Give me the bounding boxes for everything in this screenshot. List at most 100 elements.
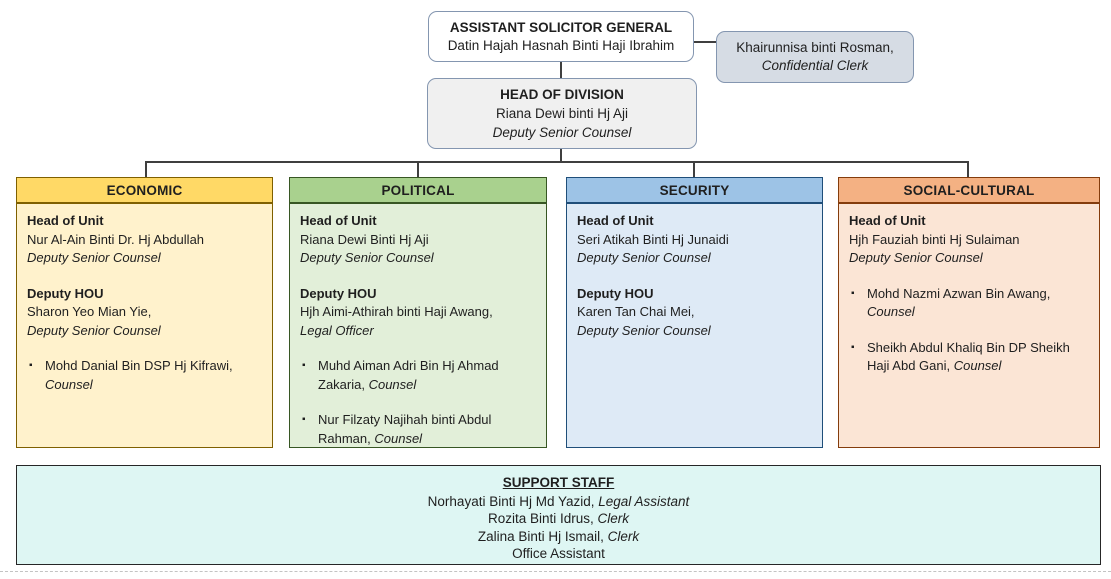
person-name: Hjh Aimi-Athirah binti Haji Awang, xyxy=(300,304,493,319)
assistant-solicitor-general-box: ASSISTANT SOLICITOR GENERAL Datin Hajah … xyxy=(428,11,694,62)
support-staff-row: Zalina Binti Hj Ismail, Clerk xyxy=(17,528,1100,546)
role-heading: Deputy HOU xyxy=(300,285,377,301)
connector-drop-security xyxy=(693,161,695,177)
bullet-square-icon: ▪ xyxy=(851,341,855,353)
person-name: Zalina Binti Hj Ismail, xyxy=(477,528,608,544)
person-name: Nur Al-Ain Binti Dr. Hj Abdullah xyxy=(27,231,205,247)
bullet-text: Muhd Aiman Adri Bin Hj Ahmad Zakaria, Co… xyxy=(318,357,537,394)
bullet-member: ▪ Nur Filzaty Najihah binti Abdul Rahman,… xyxy=(300,411,537,448)
person-role: Legal Assistant xyxy=(598,493,690,509)
connector-asg-to-clerk xyxy=(694,41,716,43)
unit-header: POLITICAL xyxy=(289,177,547,203)
support-staff-box: SUPPORT STAFF Norhayati Binti Hj Md Yazi… xyxy=(16,465,1101,565)
person-name: Mohd Danial Bin DSP Hj Kifrawi, xyxy=(45,358,233,373)
bullet-text: Mohd Danial Bin DSP Hj Kifrawi, Counsel xyxy=(45,357,263,394)
hod-role: Deputy Senior Counsel xyxy=(492,125,632,140)
person-name: Nur Filzaty Najihah binti Abdul Rahman, xyxy=(318,412,492,446)
connector-drop-social-cultural xyxy=(967,161,969,177)
support-staff-row: Office Assistant xyxy=(17,545,1100,563)
person-role: Clerk xyxy=(607,528,640,544)
person-name: Sharon Yeo Mian Yie, xyxy=(27,304,152,319)
connector-hod-to-bus xyxy=(560,149,562,162)
asg-name: Datin Hajah Hasnah Binti Haji Ibrahim xyxy=(447,37,675,53)
bullet-member: ▪ Mohd Danial Bin DSP Hj Kifrawi, Counsel xyxy=(27,357,263,394)
role-block: Deputy HOU Hjh Aimi-Athirah binti Haji Aw… xyxy=(300,285,537,341)
person-role: Deputy Senior Counsel xyxy=(27,322,161,338)
bullet-member: ▪ Muhd Aiman Adri Bin Hj Ahmad Zakaria, C… xyxy=(300,357,537,394)
person-name: Hjh Fauziah binti Hj Sulaiman xyxy=(849,231,1020,247)
unit-title: SECURITY xyxy=(659,182,730,198)
role-heading: Head of Unit xyxy=(577,213,654,228)
person-name: Riana Dewi Binti Hj Aji xyxy=(300,231,429,247)
person-role: Counsel xyxy=(368,376,417,392)
person-role: Deputy Senior Counsel xyxy=(577,250,711,265)
person-name: Seri Atikah Binti Hj Junaidi xyxy=(577,231,729,247)
person-name: Norhayati Binti Hj Md Yazid, xyxy=(427,493,599,509)
asg-title: ASSISTANT SOLICITOR GENERAL xyxy=(449,19,673,35)
role-heading: Head of Unit xyxy=(27,213,104,228)
connector-drop-political xyxy=(417,161,419,177)
person-name: Mohd Nazmi Azwan Bin Awang, xyxy=(867,285,1051,301)
person-role: Legal Officer xyxy=(300,322,374,338)
role-heading: Head of Unit xyxy=(849,213,926,228)
person-role: Counsel xyxy=(867,304,915,319)
person-role: Counsel xyxy=(374,430,423,446)
person-role: Deputy Senior Counsel xyxy=(300,250,434,265)
person-role: Counsel xyxy=(953,358,1002,373)
person-role: Deputy Senior Counsel xyxy=(577,322,711,338)
hod-title: HEAD OF DIVISION xyxy=(500,87,624,102)
person-name: Sheikh Abdul Khaliq Bin DP Sheikh Haji A… xyxy=(867,339,1070,374)
bullet-text: Mohd Nazmi Azwan Bin Awang, Counsel xyxy=(867,285,1090,322)
page-boundary-dashed-line xyxy=(0,571,1111,572)
person-role: Deputy Senior Counsel xyxy=(849,250,983,265)
unit-header: ECONOMIC xyxy=(16,177,273,203)
bullet-square-icon: ▪ xyxy=(851,287,855,299)
bullet-text: Nur Filzaty Najihah binti Abdul Rahman, … xyxy=(318,411,537,448)
clerk-name: Khairunnisa binti Rosman, xyxy=(736,40,894,55)
head-of-division-box: HEAD OF DIVISION Riana Dewi binti Hj Aji… xyxy=(427,78,697,149)
support-staff-row: Norhayati Binti Hj Md Yazid, Legal Assis… xyxy=(17,493,1100,511)
role-heading: Deputy HOU xyxy=(27,285,104,301)
person-name: Karen Tan Chai Mei, xyxy=(577,304,695,319)
bullet-member: ▪ Sheikh Abdul Khaliq Bin DP Sheikh Haji … xyxy=(849,339,1090,376)
unit-title: POLITICAL xyxy=(381,182,455,198)
support-staff-title: SUPPORT STAFF xyxy=(502,475,615,490)
person-role: Deputy Senior Counsel xyxy=(27,250,161,265)
hod-name: Riana Dewi binti Hj Aji xyxy=(495,106,629,121)
bullet-square-icon: ▪ xyxy=(302,414,306,425)
support-staff-row: Rozita Binti Idrus, Clerk xyxy=(17,510,1100,528)
role-block: Deputy HOU Karen Tan Chai Mei, Deputy Seni… xyxy=(577,285,813,341)
confidential-clerk-box: Khairunnisa binti Rosman, Confidential C… xyxy=(716,31,914,83)
person-role: Clerk xyxy=(597,511,630,526)
unit-title: SOCIAL-CULTURAL xyxy=(903,182,1035,198)
role-heading: Head of Unit xyxy=(300,213,377,228)
support-staff-rows: Norhayati Binti Hj Md Yazid, Legal Assis… xyxy=(17,493,1100,563)
person-name: Muhd Aiman Adri Bin Hj Ahmad Zakaria, xyxy=(318,358,499,392)
unit-title: ECONOMIC xyxy=(106,182,183,198)
connector-asg-to-hod xyxy=(560,62,562,78)
unit-header: SECURITY xyxy=(566,177,823,203)
role-heading: Deputy HOU xyxy=(577,285,654,301)
person-name: Office Assistant xyxy=(512,546,605,561)
connector-bus xyxy=(146,161,969,163)
person-role: Counsel xyxy=(45,376,93,392)
bullet-square-icon: ▪ xyxy=(29,360,33,371)
bullet-square-icon: ▪ xyxy=(302,360,306,371)
bullet-text: Sheikh Abdul Khaliq Bin DP Sheikh Haji A… xyxy=(867,339,1090,376)
clerk-role: Confidential Clerk xyxy=(761,58,869,73)
connector-drop-economic xyxy=(145,161,147,177)
unit-header: SOCIAL-CULTURAL xyxy=(838,177,1100,203)
role-block: Deputy HOU Sharon Yeo Mian Yie, Deputy Sen… xyxy=(27,285,263,341)
